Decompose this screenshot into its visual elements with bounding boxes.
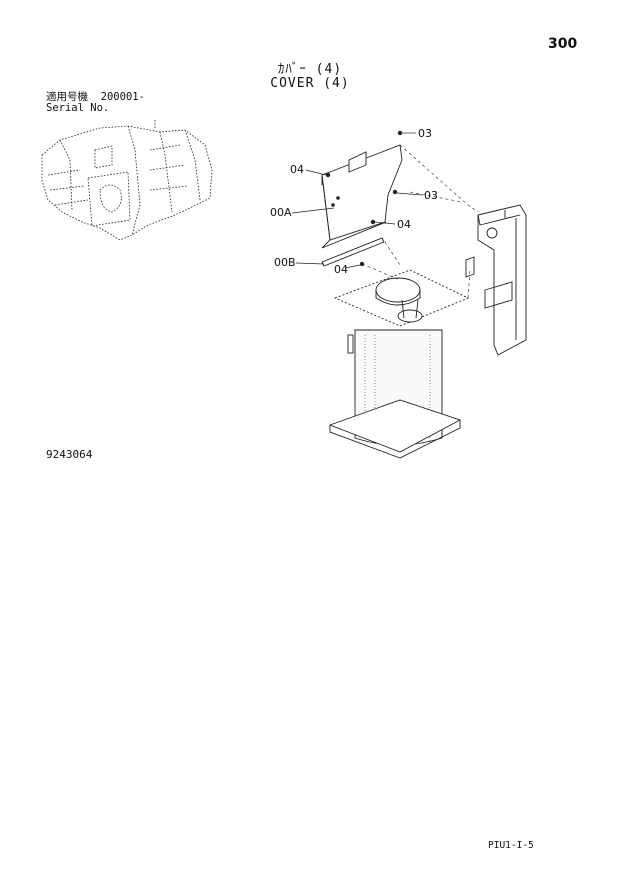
cover-panel — [321, 144, 403, 249]
callout-label: 00B — [274, 256, 296, 269]
bolt-icon — [392, 189, 398, 195]
callout-label: 04 — [334, 263, 348, 276]
footer-code: PIU1-I-5 — [488, 840, 534, 851]
title-english: COVER (4) — [270, 76, 350, 91]
rubber-strip — [321, 237, 385, 267]
assembly-dashed-links — [361, 144, 479, 299]
bolt-icon — [325, 172, 331, 178]
title-japanese: ｶﾊﾞｰ (4) — [277, 62, 343, 77]
leader-lines — [291, 132, 423, 269]
serial-block: 適用号機 200001- Serial No. — [46, 92, 145, 114]
serial-label-jp: 適用号機 — [46, 91, 88, 103]
serial-value: 200001- — [100, 91, 145, 103]
page-number: 300 — [548, 36, 578, 52]
drawing-id: 9243064 — [46, 448, 93, 461]
bolt-icon — [331, 203, 335, 207]
callout-label: 03 — [424, 189, 438, 202]
callout-label: 04 — [397, 218, 411, 231]
callout-label: 03 — [418, 127, 432, 140]
bolt-icon — [370, 219, 376, 225]
serial-jp-row: 適用号機 200001- — [46, 92, 145, 103]
serial-label-en: Serial No. — [46, 102, 110, 114]
callout-label: 00A — [270, 206, 292, 219]
bolt-icon — [336, 196, 340, 200]
machine-overview-sketch — [41, 120, 213, 241]
bolt-icon — [397, 130, 403, 136]
frame-bracket — [465, 204, 527, 356]
pump-cylinder — [328, 269, 470, 459]
callout-label: 04 — [290, 163, 304, 176]
